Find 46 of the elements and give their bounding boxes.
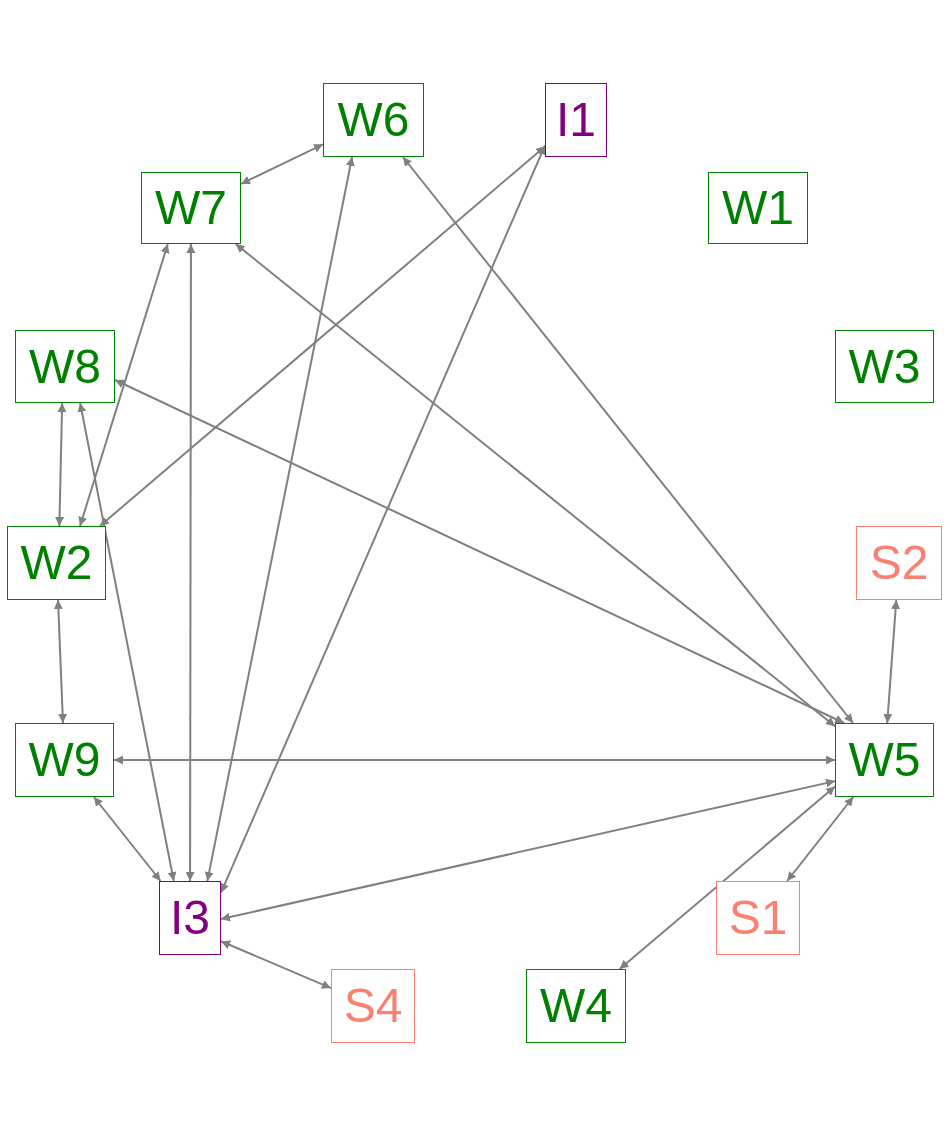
- arrow: [204, 156, 355, 882]
- node-label: S2: [869, 539, 929, 587]
- node-box: [141, 172, 241, 244]
- arrow: [786, 796, 855, 882]
- node-label: W3: [848, 342, 921, 391]
- arrow: [185, 243, 196, 882]
- node-box: [856, 526, 942, 600]
- arrow: [78, 243, 170, 527]
- node-label: S4: [343, 982, 403, 1030]
- node-box: [159, 881, 221, 955]
- node-box: [15, 723, 114, 797]
- node-box: [545, 83, 607, 157]
- node-box: [716, 881, 800, 955]
- arrow: [55, 402, 67, 527]
- arrow: [883, 599, 901, 724]
- arrow: [92, 796, 162, 882]
- node-label: W9: [28, 736, 101, 784]
- arrow: [220, 144, 546, 894]
- node-box: [323, 83, 424, 157]
- node-label: W5: [848, 736, 921, 784]
- node-label: W4: [540, 982, 612, 1030]
- node-box: [526, 969, 626, 1043]
- node-label: I1: [556, 96, 596, 144]
- node-box: [15, 330, 115, 403]
- node-box: [331, 969, 415, 1043]
- node-label: W8: [29, 342, 101, 391]
- arrow: [220, 778, 836, 922]
- node-label: W2: [20, 539, 93, 587]
- arrow: [77, 402, 177, 882]
- node-label: W7: [155, 184, 227, 232]
- node-box: [835, 330, 934, 403]
- arrow: [234, 243, 836, 728]
- arrow: [240, 143, 324, 185]
- arrow: [618, 785, 836, 970]
- arrow: [401, 156, 855, 724]
- arrow: [53, 599, 68, 724]
- node-label: S1: [728, 894, 788, 942]
- arrow: [114, 379, 846, 724]
- node-label: I3: [170, 894, 210, 942]
- node-label: W6: [337, 96, 410, 144]
- node-box: [835, 723, 934, 797]
- node-box: [7, 526, 106, 600]
- node-box: [708, 172, 808, 244]
- arrow: [113, 755, 836, 765]
- node-label: W1: [722, 184, 794, 232]
- arrow: [220, 940, 332, 990]
